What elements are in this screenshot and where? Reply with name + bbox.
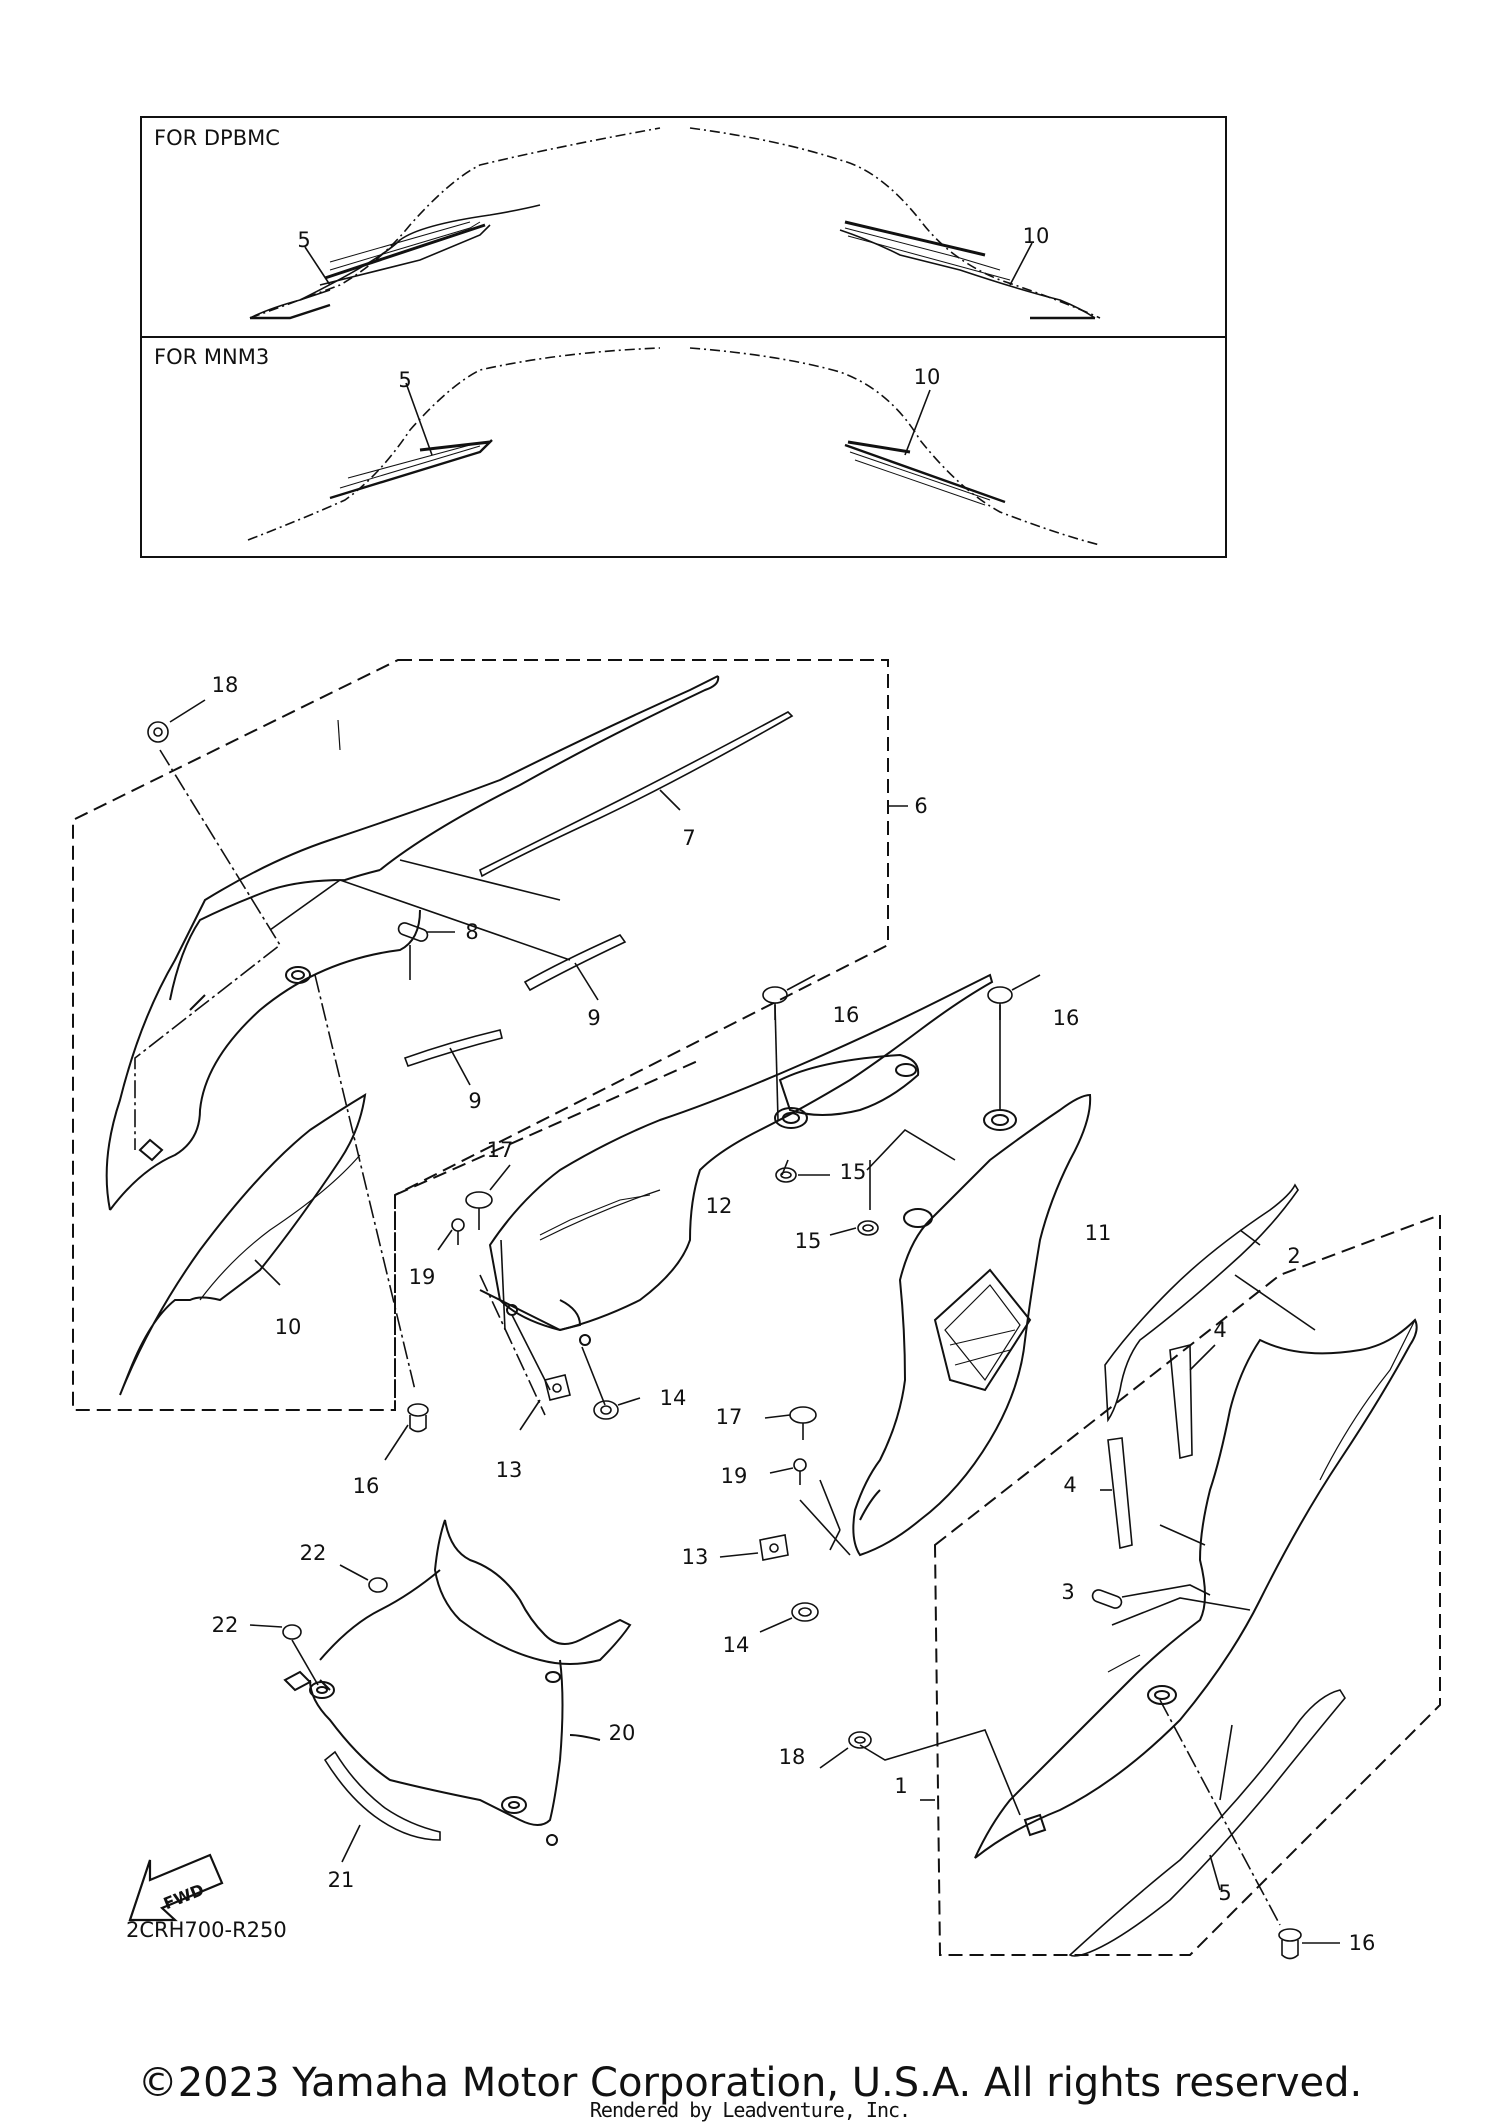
part-3-clip [1091, 1584, 1251, 1626]
screw-16-right-bottom [1278, 1928, 1340, 1960]
leader-lines-left [134, 749, 681, 1391]
inset-dpbmc-left-panel [249, 127, 661, 320]
callout-16-right-bottom[interactable]: 16 [1348, 1931, 1376, 1955]
callout-13-right[interactable]: 13 [681, 1545, 709, 1569]
callout-18-top[interactable]: 18 [211, 673, 239, 697]
grommet-14-left [593, 1397, 641, 1420]
inset-mnm3-right-panel [689, 347, 1101, 546]
grommet-22-b [249, 1624, 319, 1686]
callout-2[interactable]: 2 [1287, 1244, 1301, 1268]
callout-17-right[interactable]: 17 [715, 1405, 743, 1429]
part-2-strip [1104, 1183, 1316, 1423]
part-21-strip [323, 1750, 441, 1863]
callout-15-b[interactable]: 15 [794, 1229, 822, 1253]
screw-16-center-b [987, 974, 1041, 1020]
callout-16-left-bottom[interactable]: 16 [352, 1474, 380, 1498]
callout-18-bottom[interactable]: 18 [778, 1745, 806, 1769]
callout-3[interactable]: 3 [1061, 1580, 1075, 1604]
callout-4-lower[interactable]: 4 [1063, 1473, 1077, 1497]
callout-16-center-b[interactable]: 16 [1052, 1006, 1080, 1030]
inset-mnm3-left-panel [247, 347, 661, 541]
callout-9-upper[interactable]: 9 [587, 1006, 601, 1030]
diagram-part-code: 2CRH700-R250 [126, 1918, 287, 1942]
callout-14-left[interactable]: 14 [659, 1386, 687, 1410]
part-7-strip [337, 711, 794, 878]
fwd-arrow-icon [128, 1853, 224, 1922]
screw-16-left-bottom [384, 1403, 429, 1461]
fwd-label: FWD [161, 1880, 207, 1913]
nut-15-b [829, 1220, 879, 1236]
rendered-by-credit: Rendered by Leadventure, Inc. [589, 2098, 911, 2122]
callout-14-right[interactable]: 14 [722, 1633, 750, 1657]
part-12-trim [479, 973, 994, 1346]
screw-19-left [437, 1218, 465, 1251]
assembly-1-boundary [933, 1213, 1441, 1956]
callout-4-upper[interactable]: 4 [1213, 1318, 1227, 1342]
callout-1[interactable]: 1 [894, 1774, 908, 1798]
callout-17-left[interactable]: 17 [486, 1138, 514, 1162]
inset-callout-mnm3-left[interactable]: 5 [398, 368, 412, 392]
part-4-strip-upper [1169, 1343, 1216, 1460]
screw-16-center-a [762, 974, 816, 1020]
clip-13-left [519, 1374, 571, 1431]
nut-15-a [775, 1167, 830, 1183]
part-9-strips [403, 934, 627, 1086]
part-4-strip-lower [1100, 1437, 1133, 1549]
callout-6[interactable]: 6 [914, 794, 928, 818]
callout-16-center-a[interactable]: 16 [832, 1003, 860, 1027]
screw-18-top [147, 699, 206, 743]
grommet-22-a [339, 1564, 388, 1593]
callout-8[interactable]: 8 [465, 920, 479, 944]
part-20-bracket [283, 1519, 632, 1846]
part-1-side-cover [974, 1318, 1418, 1859]
callout-19-left[interactable]: 19 [408, 1265, 436, 1289]
inset-dpbmc-right-panel [689, 127, 1101, 320]
inset-callout-dpbmc-right[interactable]: 10 [1022, 224, 1050, 248]
leader-lines-right [859, 1524, 1281, 1926]
inset-callout-mnm3-right[interactable]: 10 [913, 365, 941, 389]
inset-label-mnm3: FOR MNM3 [154, 345, 270, 369]
callout-11[interactable]: 11 [1084, 1221, 1112, 1245]
screw-18-bottom [819, 1731, 872, 1769]
inset-label-dpbmc: FOR DPBMC [154, 126, 280, 150]
callout-19-right[interactable]: 19 [720, 1464, 748, 1488]
part-8-clip [397, 922, 455, 980]
callout-7[interactable]: 7 [682, 826, 696, 850]
clip-13-right [719, 1534, 789, 1561]
callout-5[interactable]: 5 [1218, 1881, 1232, 1905]
callout-13-left[interactable]: 13 [495, 1458, 523, 1482]
callout-15-a[interactable]: 15 [839, 1160, 867, 1184]
grommet-14-right [759, 1602, 819, 1633]
screw-17-left [465, 1164, 511, 1230]
copyright-notice: ©2023 Yamaha Motor Corporation, U.S.A. A… [137, 2060, 1363, 2106]
callout-22-a[interactable]: 22 [299, 1541, 327, 1565]
callout-12[interactable]: 12 [705, 1194, 733, 1218]
callout-10[interactable]: 10 [274, 1315, 302, 1339]
callout-22-b[interactable]: 22 [211, 1613, 239, 1637]
callout-20[interactable]: 20 [608, 1721, 636, 1745]
part-5-lower-trim [1068, 1689, 1346, 1957]
callout-21[interactable]: 21 [327, 1868, 355, 1892]
part-11-duct [852, 1093, 1092, 1557]
inset-callout-dpbmc-left[interactable]: 5 [297, 228, 311, 252]
screw-19-right [769, 1458, 807, 1485]
part-10-side-cover [105, 675, 720, 1396]
screw-17-right [764, 1406, 817, 1440]
callout-9-lower[interactable]: 9 [468, 1089, 482, 1113]
